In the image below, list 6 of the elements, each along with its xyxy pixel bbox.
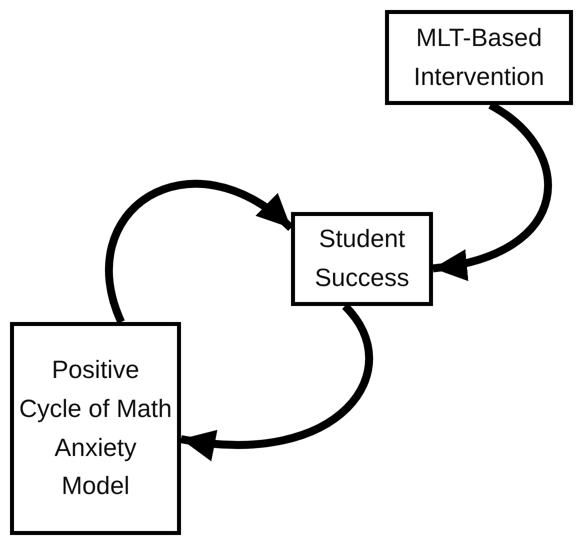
box-label: MLT-Based Intervention (412, 22, 546, 92)
box-label: Positive Cycle of Math Anxiety Model (18, 355, 173, 502)
text-box (385, 10, 573, 105)
text-box (291, 212, 433, 306)
text-box (10, 322, 181, 535)
box-label: Student Success (314, 224, 410, 294)
